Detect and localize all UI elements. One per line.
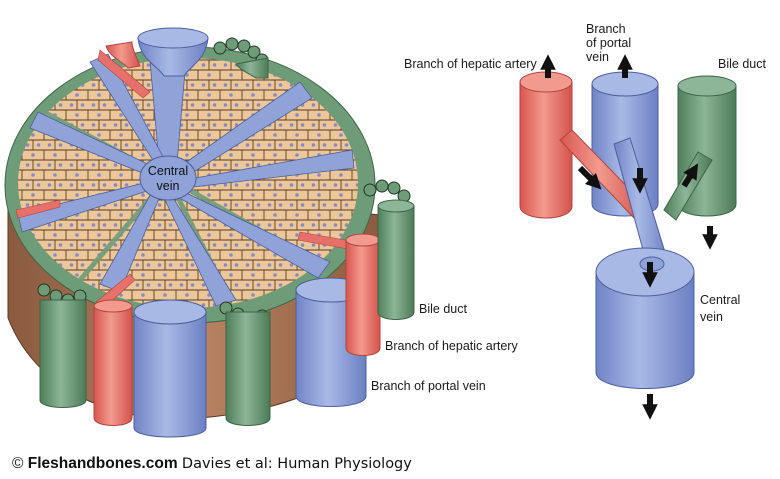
vessel-bile-duct-mid bbox=[225, 311, 271, 426]
schematic-central-vein bbox=[595, 247, 695, 389]
arrow-bile-up bbox=[681, 163, 699, 188]
credit-site: Fleshandbones.com bbox=[27, 455, 178, 472]
label-central-line-2: vein bbox=[700, 310, 723, 324]
flow-arrows bbox=[540, 54, 718, 420]
copyright-symbol: © bbox=[12, 455, 24, 472]
vessel-artery-right bbox=[345, 233, 381, 356]
label-portal-vein-left: Branch of portal vein bbox=[371, 379, 486, 393]
central-vein-label-2: vein bbox=[157, 179, 180, 193]
vessel-portal-left bbox=[133, 299, 207, 438]
label-bile-duct-left: Bile duct bbox=[419, 302, 467, 316]
vessel-bile-duct-left bbox=[39, 299, 87, 408]
credit-line: © Fleshandbones.com Davies et al: Human … bbox=[12, 455, 412, 473]
label-portal-line-3: vein bbox=[586, 50, 609, 64]
schematic-hepatic-artery bbox=[519, 71, 573, 219]
credit-authors: Davies et al: Human Physiology bbox=[181, 456, 412, 472]
vessel-artery-left bbox=[93, 299, 133, 426]
central-vein-label-1: Central bbox=[148, 164, 188, 178]
arrow-artery-into-sinusoid bbox=[577, 165, 602, 190]
label-central-line-1: Central bbox=[700, 293, 741, 307]
label-bile-duct-right: Bile duct bbox=[718, 57, 766, 71]
top-portal-vessel bbox=[105, 27, 269, 79]
central-vein bbox=[139, 155, 197, 201]
flow-schematic bbox=[519, 54, 737, 420]
label-portal-line-2: of portal bbox=[586, 36, 632, 50]
vessel-bile-duct-right bbox=[377, 199, 415, 320]
label-hepatic-artery-left: Branch of hepatic artery bbox=[385, 339, 518, 353]
label-portal-line-1: Branch bbox=[586, 22, 626, 36]
label-hepatic-artery-right: Branch of hepatic artery bbox=[404, 57, 537, 71]
